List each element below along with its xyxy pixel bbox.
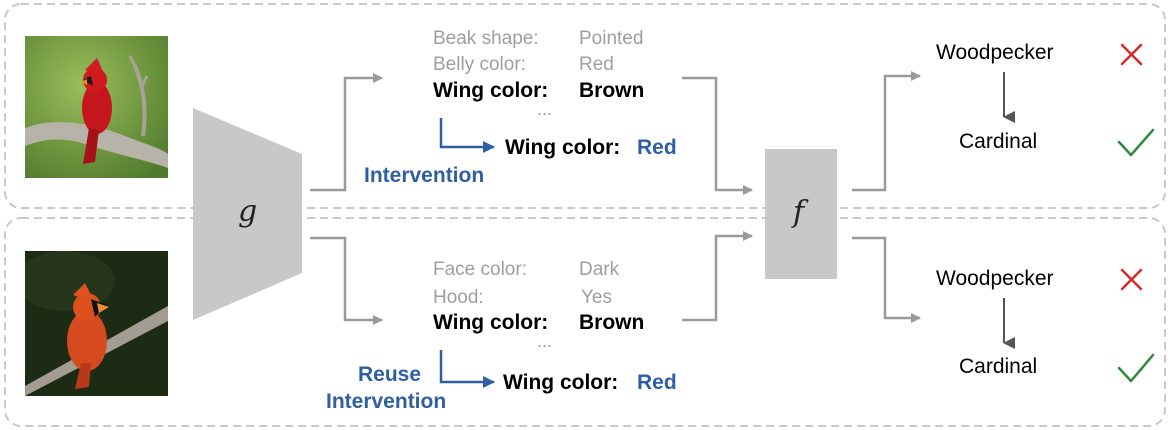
bottom-wrong-icon	[1120, 268, 1143, 291]
top-correct-icon	[1117, 128, 1155, 157]
encoder-g-label: g	[238, 194, 258, 229]
bottom-concept-3-name: Wing color:	[433, 311, 549, 334]
top-intervened-name: Wing color:	[505, 136, 621, 159]
bottom-intervened-value: Red	[637, 371, 677, 394]
predictor-f-shape	[765, 149, 837, 279]
top-after-prediction: Cardinal	[959, 130, 1038, 153]
bottom-concept-3-value: Brown	[579, 311, 645, 334]
arrow-g-to-bottom-concepts	[310, 236, 383, 325]
bottom-intervention-label-line2: Intervention	[326, 390, 447, 413]
top-concept-1-value: Pointed	[579, 28, 644, 49]
arrow-f-to-bottom-prediction	[852, 236, 921, 323]
top-panel	[4, 3, 1166, 209]
bottom-correct-icon	[1117, 353, 1155, 383]
arrow-f-to-top-prediction	[852, 71, 921, 192]
bottom-bird-image	[25, 251, 168, 396]
top-before-prediction: Woodpecker	[936, 41, 1054, 64]
top-concept-2-value: Red	[579, 54, 614, 75]
top-intervention-label: Intervention	[364, 164, 485, 187]
top-concept-3-name: Wing color:	[433, 79, 549, 102]
bottom-concept-1-name: Face color:	[433, 259, 527, 280]
predictor-f-label: f	[793, 195, 805, 230]
bottom-after-prediction: Cardinal	[959, 355, 1038, 378]
bottom-concept-2-value: Yes	[581, 287, 612, 308]
top-intervention-arrow	[439, 118, 495, 153]
arrow-top-concepts-to-f	[682, 76, 753, 195]
bottom-intervention-label-line1: Reuse	[358, 363, 422, 386]
top-concept-1-name: Beak shape:	[433, 28, 539, 49]
top-concept-2-name: Belly color:	[433, 54, 526, 75]
top-bird-image	[25, 36, 168, 178]
bottom-before-prediction: Woodpecker	[936, 267, 1054, 290]
top-intervened-value: Red	[637, 136, 677, 159]
bottom-intervened-name: Wing color:	[503, 371, 619, 394]
bottom-concept-1-value: Dark	[579, 259, 620, 280]
bottom-intervention-arrow	[439, 350, 495, 388]
bottom-panel	[4, 217, 1166, 427]
arrow-g-to-top-concepts	[310, 73, 383, 192]
encoder-g-shape	[193, 108, 302, 320]
arrow-bottom-concepts-to-f	[682, 231, 753, 322]
top-wrong-icon	[1120, 43, 1143, 66]
bottom-concepts-ellipsis: ...	[537, 331, 553, 351]
top-concepts-ellipsis: ...	[537, 99, 553, 119]
bottom-concept-2-name: Hood:	[433, 287, 484, 308]
top-concept-3-value: Brown	[579, 79, 645, 102]
